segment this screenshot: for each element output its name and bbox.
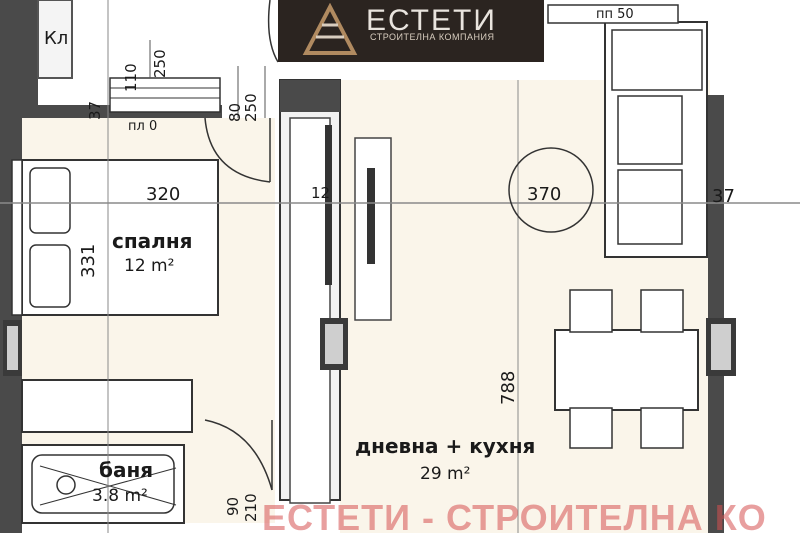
- wardrobe: [289, 117, 331, 504]
- bathroom-counter: [21, 379, 193, 433]
- mid-window-column-inner: [325, 324, 343, 364]
- partition-wall-top: [280, 80, 340, 112]
- logo-mark-icon: [302, 3, 358, 55]
- bath-drain: [56, 475, 76, 495]
- dining-chair: [640, 407, 684, 449]
- dining-table: [554, 329, 699, 411]
- watermark-text: ЕСТЕТИ - СТРОИТЕЛНА КО: [262, 497, 767, 533]
- floor-level-label-right: пп 50: [596, 7, 634, 22]
- top-right-window: [547, 4, 679, 24]
- bedroom-door-swing: [204, 117, 271, 183]
- sofa-cushion-bottom: [617, 169, 683, 245]
- top-window-frame: [109, 77, 221, 113]
- company-logo: ЕСТЕТИ СТРОИТЕЛНА КОМПАНИЯ: [278, 0, 544, 62]
- dimension-331: 331: [78, 243, 99, 278]
- dimension-370: 370: [527, 184, 562, 205]
- sofa-back: [611, 29, 703, 91]
- right-exterior-wall: [708, 95, 724, 533]
- logo-word: ЕСТЕТИ: [366, 4, 497, 37]
- logo-subtitle: СТРОИТЕЛНА КОМПАНИЯ: [370, 32, 495, 42]
- dimension-90: 90: [224, 496, 242, 516]
- axis-bubble: [508, 147, 594, 233]
- bedroom-area: 12 m²: [124, 256, 175, 276]
- bed-pillow-top: [29, 167, 71, 234]
- tv-unit-marker: [367, 168, 375, 264]
- living-room-name: дневна + кухня: [355, 434, 536, 458]
- dining-chair: [569, 289, 613, 333]
- dimension-12: 12: [311, 184, 331, 202]
- bathroom-door-swing: [204, 419, 273, 491]
- entrance-door-swing: [267, 0, 279, 63]
- dimension-110: 110: [122, 63, 140, 92]
- dining-chair: [640, 289, 684, 333]
- bathroom-area: 3.8 m²: [92, 486, 148, 506]
- right-window-column-inner: [711, 324, 731, 370]
- bed-pillow-bottom: [29, 244, 71, 308]
- dimension-37-right: 37: [712, 186, 735, 207]
- closet-box: [37, 0, 73, 79]
- left-exterior-wall: [0, 0, 22, 533]
- bed-headboard: [11, 159, 23, 316]
- dimension-210: 210: [242, 493, 260, 522]
- dimension-250: 250: [151, 49, 169, 78]
- floor-level-label: пл 0: [128, 119, 158, 134]
- dining-chair: [569, 407, 613, 449]
- living-room-area: 29 m²: [420, 464, 471, 484]
- dimension-80: 80: [226, 102, 244, 122]
- closet-wall: [22, 0, 38, 105]
- bathroom-name: баня: [99, 458, 154, 482]
- closet-label: Кл: [44, 28, 69, 49]
- dimension-320: 320: [146, 184, 181, 205]
- dimension-788: 788: [498, 370, 519, 405]
- sofa-cushion-top: [617, 95, 683, 165]
- bedroom-name: спалня: [112, 229, 193, 253]
- dimension-250-mid: 250: [242, 93, 260, 122]
- dimension-37-left: 37: [86, 100, 104, 120]
- left-window-column-inner: [7, 326, 18, 370]
- wardrobe-marker: [325, 125, 332, 285]
